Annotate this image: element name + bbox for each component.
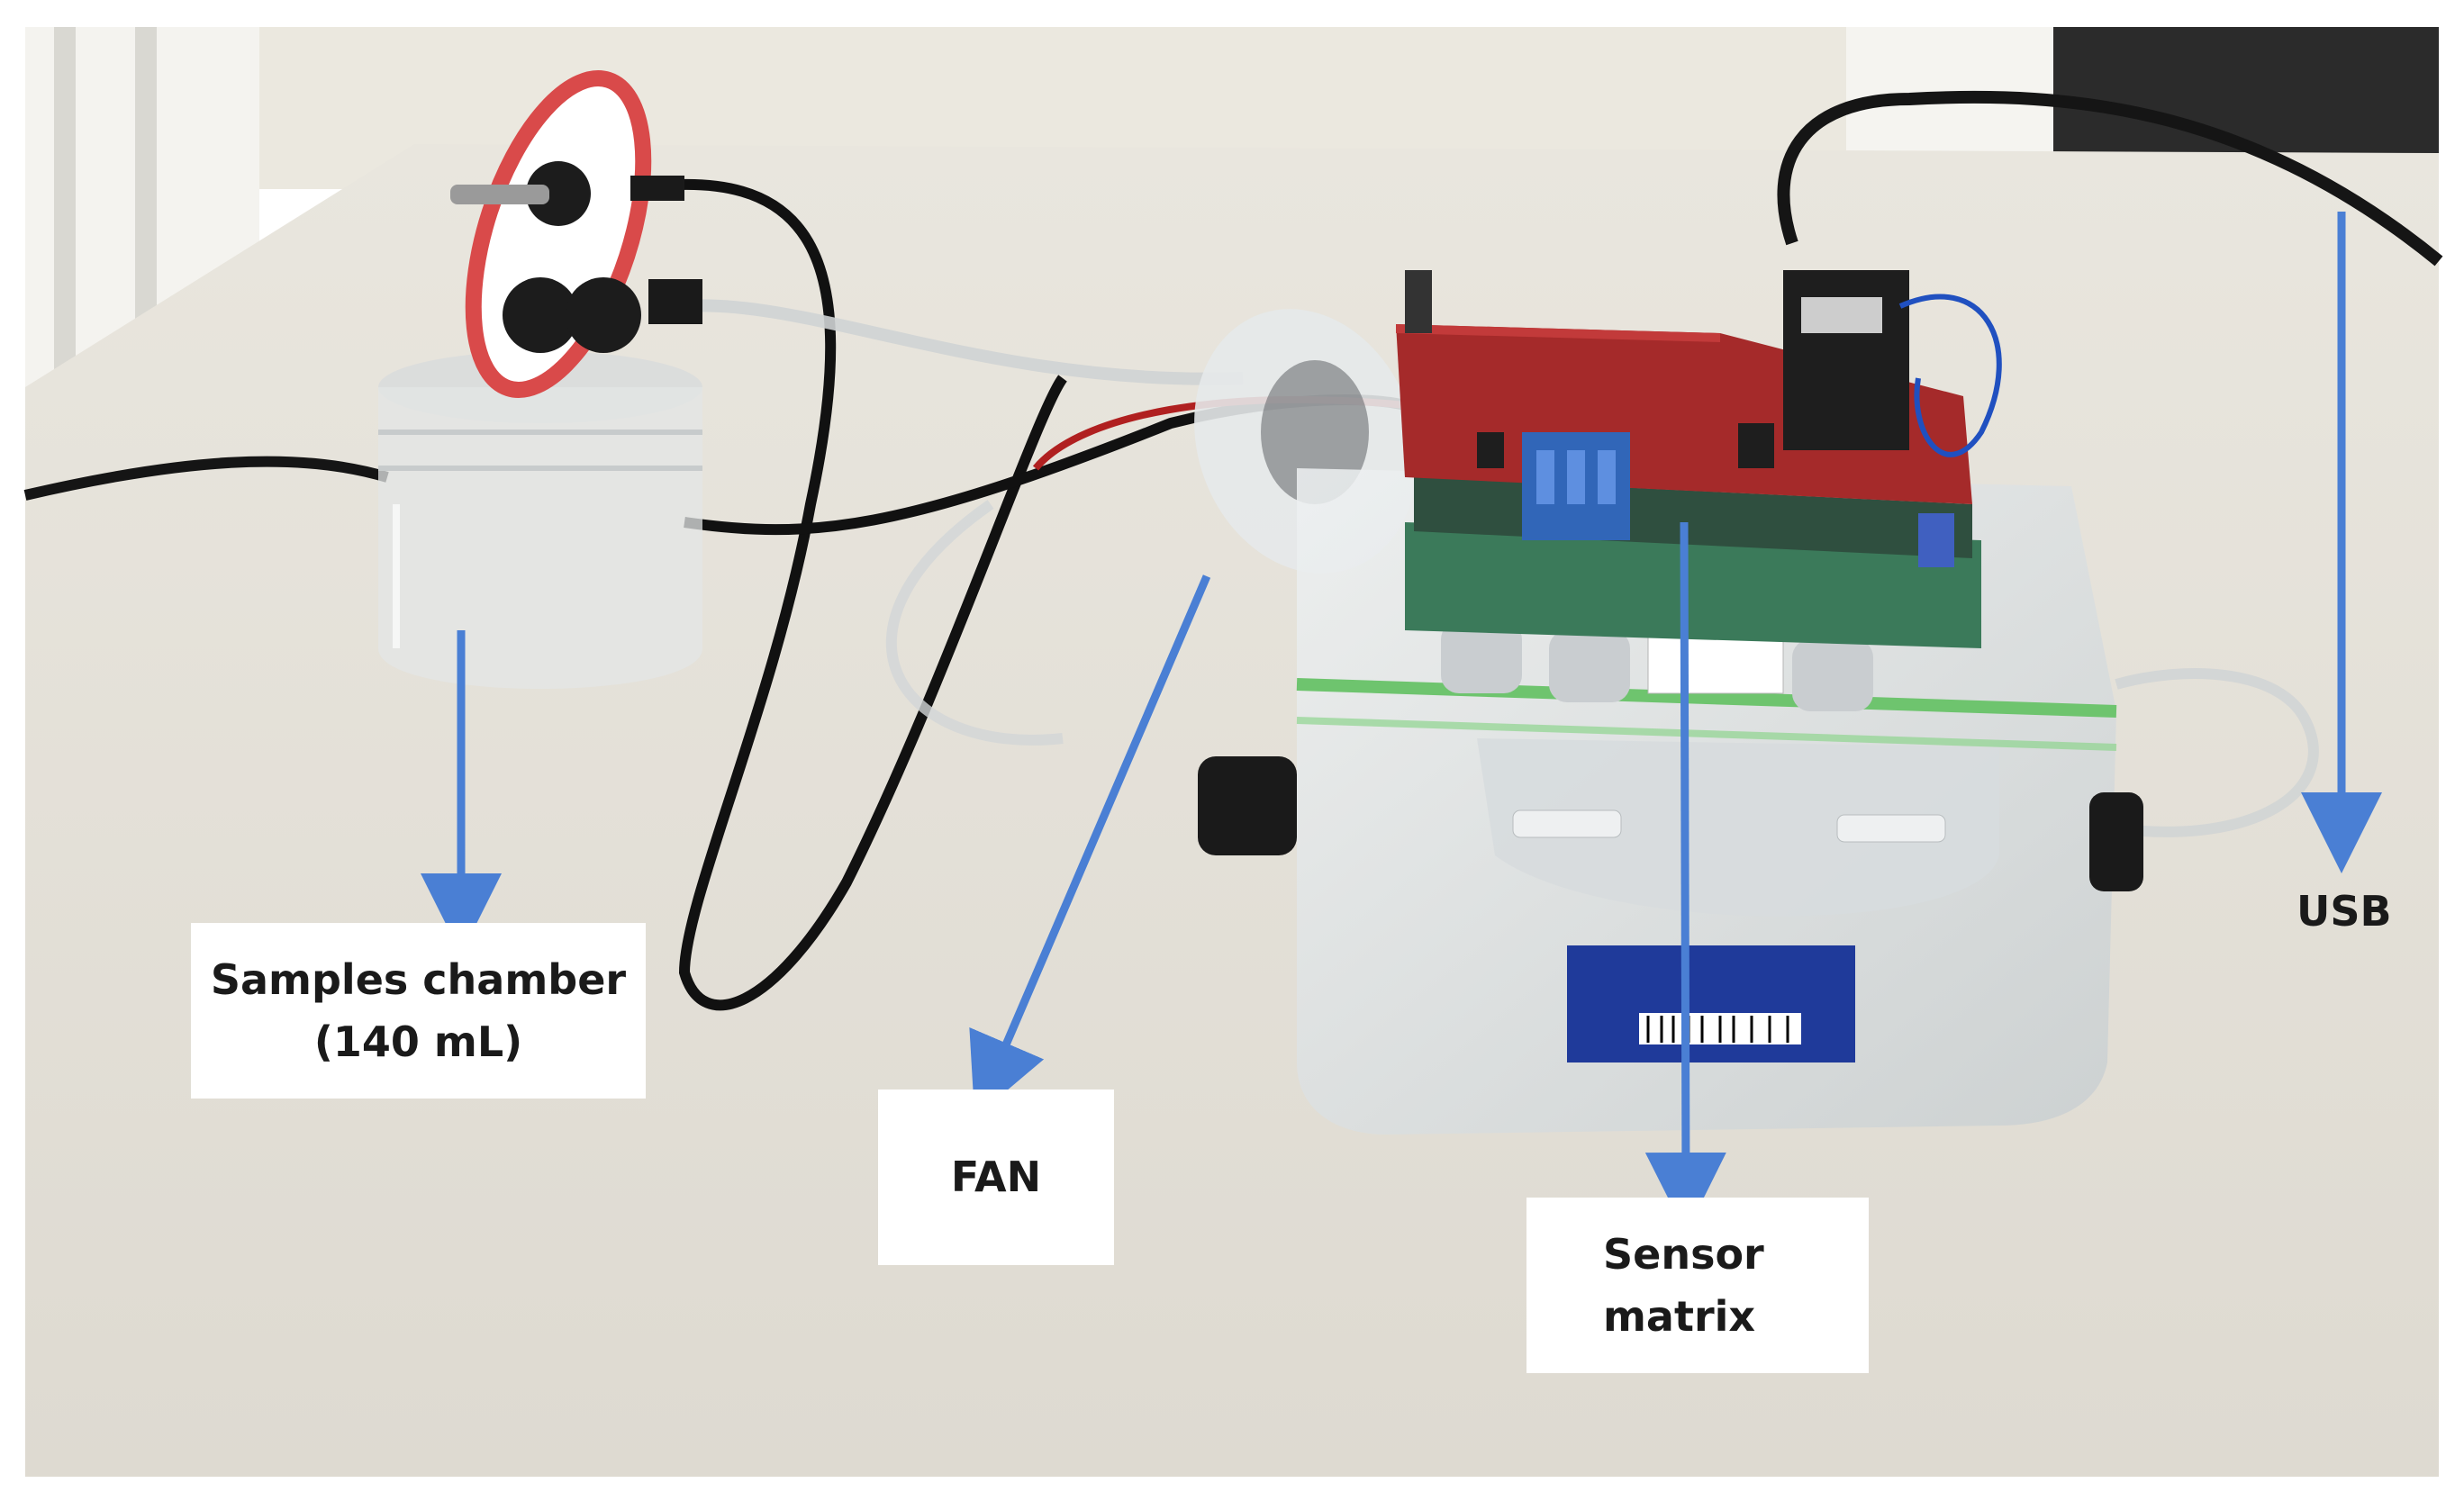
label-samples-chamber: Samples chamber (140 mL) (191, 923, 646, 1099)
label-fan: FAN (878, 1090, 1114, 1265)
pcb-stack (1396, 270, 2002, 648)
label-samples-chamber-line1: Samples chamber (210, 954, 627, 1004)
jar-lid (450, 70, 702, 398)
arrow-sensor-matrix (1644, 521, 1726, 1234)
label-sensor-matrix-line2: matrix (1603, 1291, 1756, 1341)
callout-arrows (421, 212, 2382, 1234)
sensor-cylinders (1441, 621, 1873, 711)
label-samples-chamber-line2: (140 mL) (313, 1017, 523, 1066)
label-sensor-matrix: Sensor matrix (1526, 1198, 1869, 1373)
arrow-fan (969, 574, 1211, 1118)
sample-jar (378, 351, 702, 689)
label-usb: USB (2296, 887, 2392, 936)
label-fan-text: FAN (950, 1153, 1042, 1201)
label-sensor-matrix-line1: Sensor (1603, 1229, 1764, 1279)
